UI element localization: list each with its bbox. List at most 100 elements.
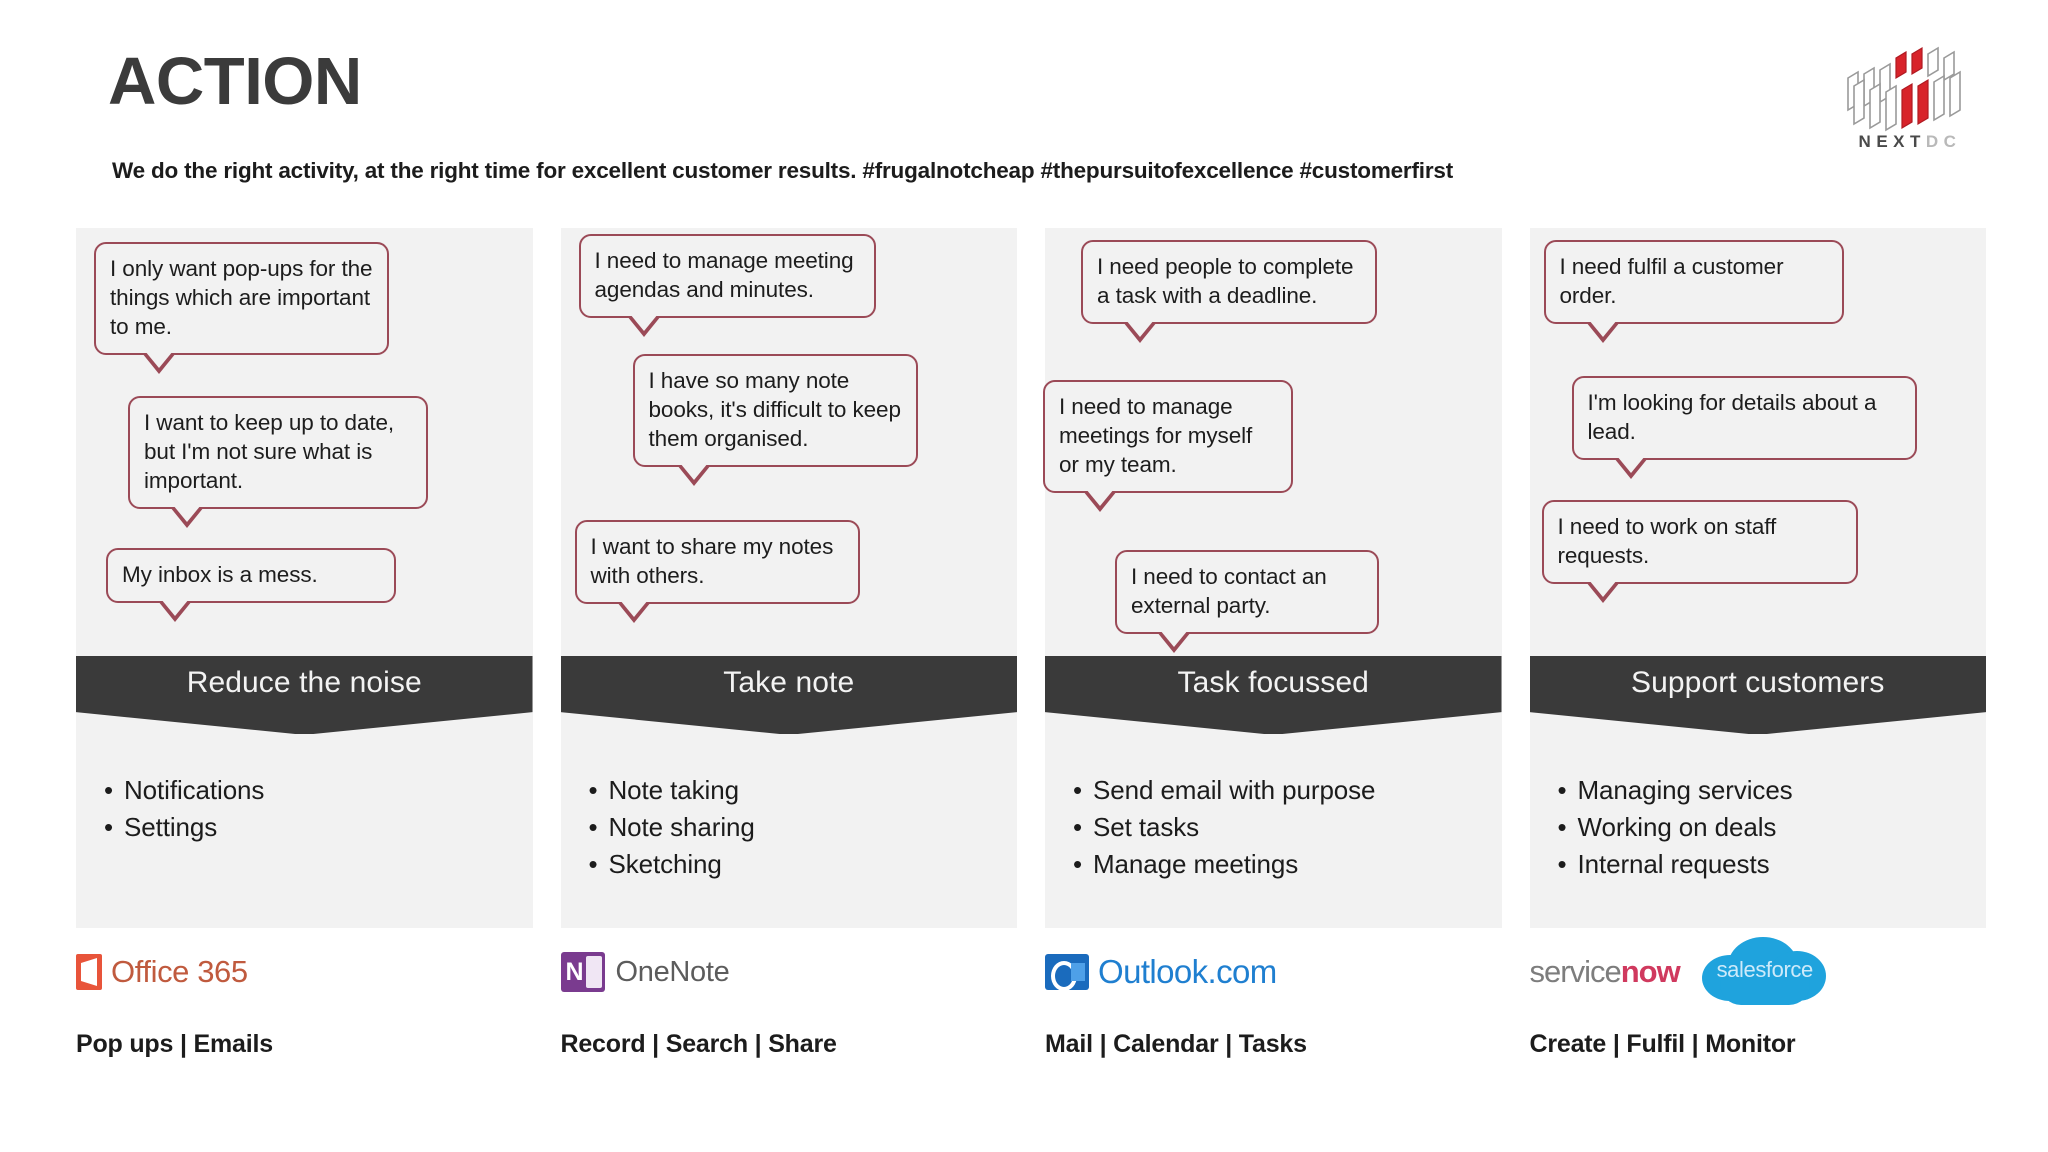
logo-row-1: Office 365 xyxy=(76,940,533,1004)
speech-bubble: I need to work on staff requests. xyxy=(1541,500,1858,604)
band-wrap-3: Task focussed xyxy=(1045,656,1502,734)
brand-letter-d: D xyxy=(1925,132,1944,151)
bullet-dot-icon: • xyxy=(1073,848,1083,879)
speech-bubble: I need to manage meeting agendas and min… xyxy=(578,234,876,338)
speech-bubble: I need people to complete a task with a … xyxy=(1081,240,1377,344)
list-item: •Notifications xyxy=(104,772,533,809)
category-band-label: Take note xyxy=(723,666,855,699)
outlook-icon xyxy=(1045,954,1089,991)
bullet-dot-icon: • xyxy=(104,811,114,842)
list-item: •Sketching xyxy=(589,846,1018,883)
footer-caption: Record | Search | Share xyxy=(560,1030,837,1058)
category-band: Support customers xyxy=(1529,656,1986,734)
brand-letter-n: N xyxy=(1858,132,1877,151)
bullet-list-1: •Notifications • Settings xyxy=(76,734,533,928)
salesforce-label: salesforce xyxy=(1716,957,1814,982)
category-band: Reduce the noise xyxy=(76,656,533,734)
list-item: • Note sharing xyxy=(589,809,1018,846)
bullet-dot-icon: • xyxy=(1557,775,1567,805)
footer-caption: Mail | Calendar | Tasks xyxy=(1045,1030,1307,1058)
bullet-dot-icon: • xyxy=(588,811,598,842)
onenote-icon: N xyxy=(560,952,605,992)
bullet-dot-icon: • xyxy=(1557,811,1567,842)
onenote-label: OneNote xyxy=(615,955,730,988)
list-item: •Manage meetings xyxy=(1073,846,1502,883)
bullet-dot-icon: • xyxy=(588,775,598,805)
column-task-focussed: I need people to complete a task with a … xyxy=(1043,228,1502,928)
outlook-logo: Outlook.com xyxy=(1045,953,1277,991)
footer-caption: Create | Fulfil | Monitor xyxy=(1529,1030,1796,1058)
brand-letter-x: X xyxy=(1893,132,1910,151)
speech-bubble: I'm looking for details about a lead. xyxy=(1571,376,1917,480)
speech-bubble: I want to share my notes with others. xyxy=(574,520,860,624)
onenote-icon-letter: N xyxy=(565,957,584,986)
speech-bubble: I need fulfil a customer order. xyxy=(1543,240,1844,344)
bullet-dot-icon: • xyxy=(588,848,598,879)
brand-letter-t: T xyxy=(1910,132,1926,151)
list-item-label: Note sharing xyxy=(608,811,755,842)
list-item: • Managing services xyxy=(1558,772,1987,809)
logo-row-3: Outlook.com xyxy=(1045,940,1502,1004)
category-band-label: Task focussed xyxy=(1177,666,1369,699)
bullet-list-2: • Note taking • Note sharing •Sketching xyxy=(561,734,1018,928)
list-item: • Settings xyxy=(104,809,533,846)
list-item-label: Working on deals xyxy=(1577,811,1777,842)
bubble-group-1: I only want pop-ups for the things which… xyxy=(76,228,533,656)
servicenow-logo: servicenow xyxy=(1529,954,1681,990)
office-365-label: Office 365 xyxy=(111,954,248,989)
bubble-group-4: I need fulfil a customer order. I'm look… xyxy=(1530,228,1987,656)
speech-bubble: I want to keep up to date, but I'm not s… xyxy=(128,396,428,529)
list-item-label: Internal requests xyxy=(1577,848,1770,879)
salesforce-logo: salesforce xyxy=(1701,937,1828,1007)
bullet-dot-icon: • xyxy=(1073,811,1083,842)
onenote-logo: N OneNote xyxy=(560,952,730,992)
bubble-group-2: I need to manage meeting agendas and min… xyxy=(561,228,1018,656)
list-item: • Note taking xyxy=(589,772,1018,809)
list-item-label: Send email with purpose xyxy=(1093,775,1376,805)
column-take-note: I need to manage meeting agendas and min… xyxy=(560,228,1018,928)
bullet-list-4: • Managing services • Working on deals • In… xyxy=(1530,734,1987,928)
nextdc-wordmark: NEXTDC xyxy=(1830,132,1990,152)
speech-bubble: I need to contact an external party. xyxy=(1115,550,1379,654)
page-title: ACTION xyxy=(108,44,362,119)
footer-column-1: Office 365 Pop ups | Emails xyxy=(76,940,533,1090)
band-wrap-2: Take note xyxy=(560,656,1017,734)
footer-caption: Pop ups | Emails xyxy=(76,1030,273,1058)
speech-bubble: I need to manage meetings for myself or … xyxy=(1043,380,1293,513)
list-item-label: Settings xyxy=(124,811,218,842)
office-365-logo: Office 365 xyxy=(76,954,248,990)
band-wrap-4: Support customers xyxy=(1529,656,1986,734)
nextdc-logo: NEXTDC xyxy=(1830,36,1990,156)
onenote-icon-pages xyxy=(585,956,602,988)
bullet-dot-icon: • xyxy=(1557,848,1567,879)
category-band: Task focussed xyxy=(1045,656,1502,734)
logo-row-4: servicenow salesforce xyxy=(1529,937,1987,1007)
column-reduce-the-noise: I only want pop-ups for the things which… xyxy=(76,228,533,928)
speech-bubble: I have so many note books, it's difficul… xyxy=(632,354,918,487)
bullet-list-3: •Send email with purpose •Set tasks •Man… xyxy=(1045,734,1502,928)
salesforce-cloud-icon xyxy=(1719,963,1810,1005)
category-band-label: Support customers xyxy=(1631,666,1885,699)
nextdc-cube-icon xyxy=(1847,46,1961,132)
column-support-customers: I need fulfil a customer order. I'm look… xyxy=(1529,228,1987,928)
list-item-label: Note taking xyxy=(608,775,740,805)
outlook-label: Outlook.com xyxy=(1098,953,1277,990)
category-band: Take note xyxy=(560,656,1017,734)
page-subtitle: We do the right activity, at the right t… xyxy=(112,158,1453,183)
brand-letter-c: C xyxy=(1943,132,1962,151)
footer-column-4: servicenow salesforce Create | Fulfil | … xyxy=(1529,937,1987,1090)
list-item-label: Set tasks xyxy=(1093,811,1200,842)
logo-row-2: N OneNote xyxy=(560,940,1018,1004)
servicenow-label-service: service xyxy=(1529,954,1622,989)
list-item-label: Managing services xyxy=(1577,775,1793,805)
speech-bubble: I only want pop-ups for the things which… xyxy=(94,242,389,375)
list-item: • Set tasks xyxy=(1073,809,1502,846)
category-band-label: Reduce the noise xyxy=(186,666,422,699)
office-365-icon xyxy=(76,954,102,990)
speech-bubble: My inbox is a mess. xyxy=(106,548,396,623)
band-wrap-1: Reduce the noise xyxy=(76,656,533,734)
footer-column-3: Outlook.com Mail | Calendar | Tasks xyxy=(1045,940,1502,1090)
list-item: •Send email with purpose xyxy=(1073,772,1502,809)
list-item-label: Notifications xyxy=(124,775,265,805)
